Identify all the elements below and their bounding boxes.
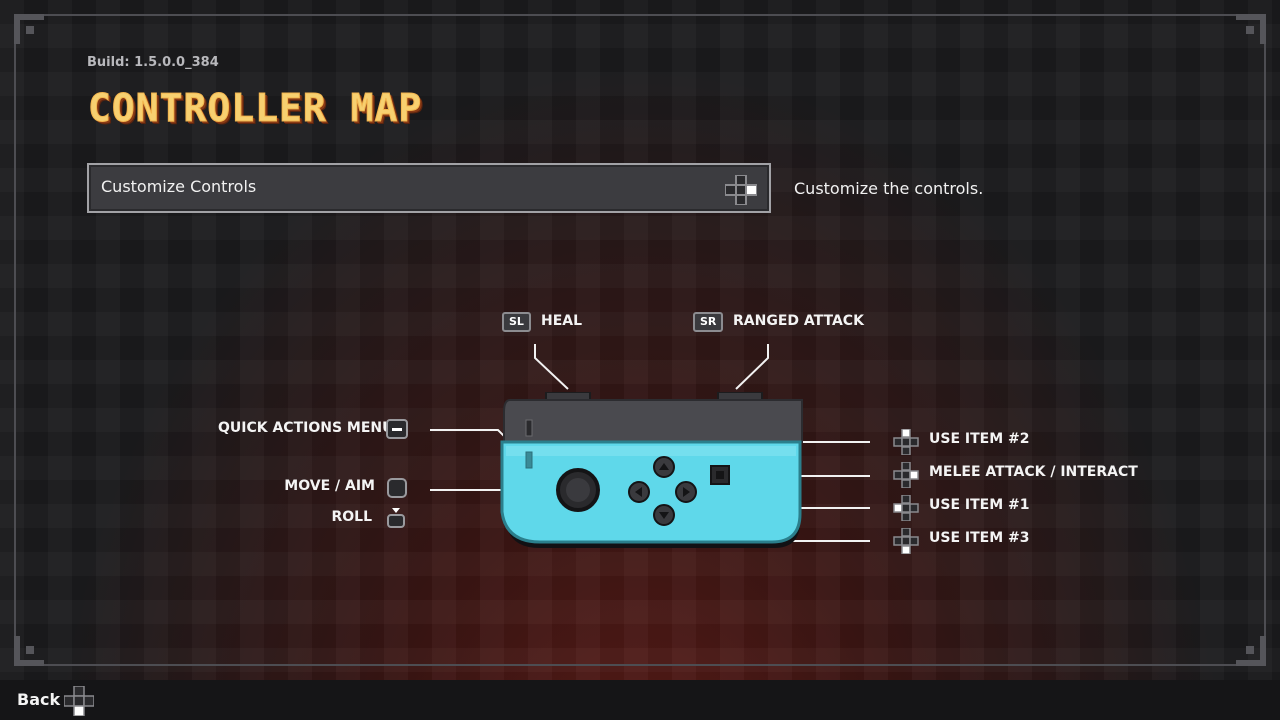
background-pattern (0, 0, 1280, 680)
dpad-down-icon (893, 528, 919, 554)
joycon-controller (496, 392, 812, 552)
back-button[interactable]: Back (17, 690, 61, 709)
page-title: CONTROLLER MAP (87, 86, 423, 131)
customize-description: Customize the controls. (794, 179, 984, 198)
bottom-bar (0, 680, 1280, 720)
customize-controls-label: Customize Controls (101, 177, 257, 196)
heal-label: HEAL (541, 313, 583, 329)
frame-corner-top-right (1234, 12, 1268, 46)
sr-button-icon: SR (693, 312, 724, 332)
dpad-left-icon (893, 495, 919, 521)
minus-button-icon (386, 419, 408, 439)
frame-corner-bottom-right (1234, 634, 1268, 668)
customize-controls-button[interactable]: Customize Controls (87, 163, 771, 213)
use-item-1-label: USE ITEM #1 (929, 497, 1030, 513)
dpad-down-icon (63, 685, 95, 720)
stick-press-icon (384, 506, 408, 530)
quick-actions-menu-label: QUICK ACTIONS MENU (218, 420, 394, 436)
outer-frame (14, 14, 1266, 666)
melee-attack-interact-label: MELEE ATTACK / INTERACT (929, 464, 1138, 480)
roll-label: ROLL (331, 509, 372, 525)
dpad-up-icon (893, 429, 919, 455)
use-item-3-label: USE ITEM #3 (929, 530, 1030, 546)
stick-icon (386, 478, 408, 498)
frame-corner-top-left (12, 12, 46, 46)
frame-corner-bottom-left (12, 634, 46, 668)
build-version: Build: 1.5.0.0_384 (87, 55, 219, 70)
ranged-attack-label: RANGED ATTACK (733, 313, 864, 329)
use-item-2-label: USE ITEM #2 (929, 431, 1030, 447)
dpad-right-icon (724, 174, 758, 209)
sl-button-icon: SL (502, 312, 531, 332)
dpad-right-icon (893, 462, 919, 488)
move-aim-label: MOVE / AIM (284, 478, 375, 494)
